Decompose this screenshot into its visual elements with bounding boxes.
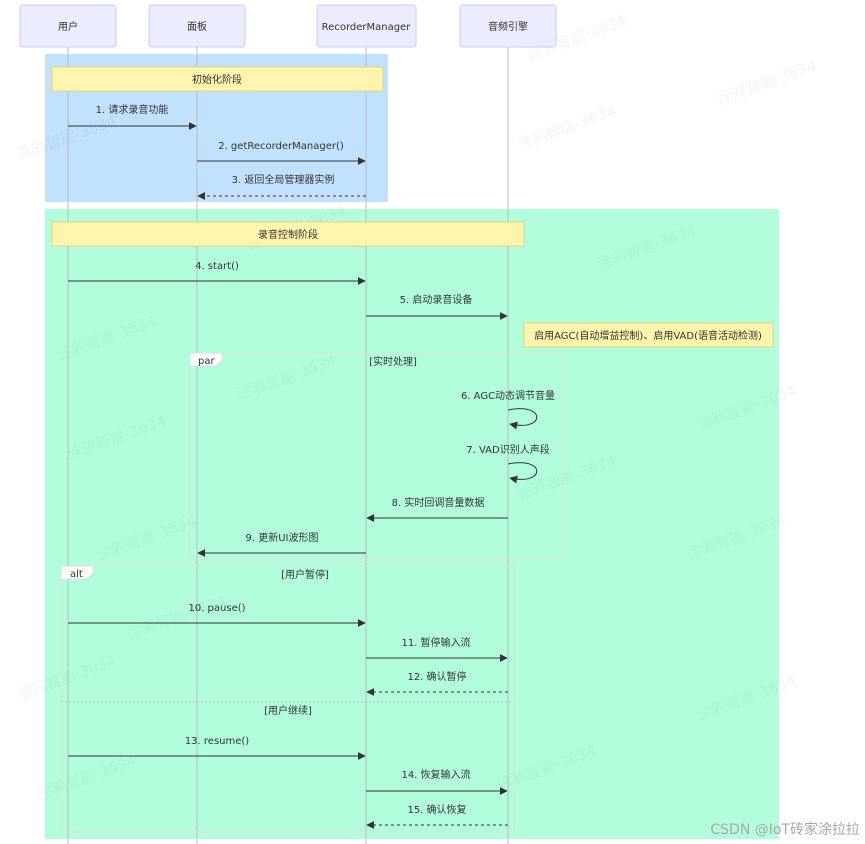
message-10: 10. pause() bbox=[68, 603, 366, 627]
message-5-label: 5. 启动录音设备 bbox=[400, 293, 473, 306]
actor-user: 用户 bbox=[19, 4, 117, 48]
message-2-label: 2. getRecorderManager() bbox=[218, 141, 344, 152]
message-2: 2. getRecorderManager() bbox=[197, 141, 366, 165]
par-condition: [实时处理] bbox=[369, 355, 417, 368]
phase-init-note: 初始化阶段 bbox=[51, 66, 384, 92]
message-13-label: 13. resume() bbox=[185, 736, 249, 747]
message-11-label: 11. 暂停输入流 bbox=[401, 636, 470, 649]
message-12: 12. 确认暂停 bbox=[366, 670, 508, 696]
message-7: 7. VAD识别人声段 bbox=[466, 443, 550, 484]
message-4: 4. start() bbox=[68, 261, 366, 285]
alt-frame: alt [用户暂停] [用户继续] bbox=[60, 565, 515, 833]
message-4-label: 4. start() bbox=[195, 261, 239, 272]
actor-recorder-manager-label: RecorderManager bbox=[322, 22, 412, 33]
message-6: 6. AGC动态调节音量 bbox=[461, 389, 555, 430]
watermark: 涂鸦智能-3634 bbox=[515, 101, 619, 153]
engine-config-note: 启用AGC(自动增益控制)、启用VAD(语音活动检测) bbox=[523, 322, 774, 348]
svg-text:启用AGC(自动增益控制)、启用VAD(语音活动检测): 启用AGC(自动增益控制)、启用VAD(语音活动检测) bbox=[534, 329, 762, 342]
message-6-label: 6. AGC动态调节音量 bbox=[461, 389, 555, 402]
actor-panel: 面板 bbox=[148, 4, 246, 48]
par-keyword: par bbox=[198, 356, 215, 367]
message-1-label: 1. 请求录音功能 bbox=[96, 103, 169, 116]
actor-panel-label: 面板 bbox=[187, 20, 207, 33]
message-5: 5. 启动录音设备 bbox=[366, 293, 508, 320]
message-1: 1. 请求录音功能 bbox=[68, 103, 197, 130]
actor-recorder-manager: RecorderManager bbox=[316, 4, 417, 48]
message-8: 8. 实时回调音量数据 bbox=[366, 496, 508, 522]
actor-audio-engine: 音频引擎 bbox=[459, 4, 557, 48]
svg-text:录音控制阶段: 录音控制阶段 bbox=[258, 228, 318, 241]
alt-else-condition: [用户继续] bbox=[264, 704, 312, 717]
message-15-label: 15. 确认恢复 bbox=[407, 803, 466, 816]
message-3: 3. 返回全局管理器实例 bbox=[197, 173, 366, 200]
message-9-label: 9. 更新UI波形图 bbox=[246, 531, 319, 544]
svg-text:初始化阶段: 初始化阶段 bbox=[192, 73, 242, 86]
message-14: 14. 恢复输入流 bbox=[366, 768, 508, 795]
csdn-credit: CSDN @IoT砖家涂拉拉 bbox=[710, 821, 860, 838]
actor-audio-engine-label: 音频引擎 bbox=[488, 20, 528, 33]
phase-control-background bbox=[45, 209, 779, 839]
message-15: 15. 确认恢复 bbox=[366, 803, 508, 829]
message-10-label: 10. pause() bbox=[188, 603, 245, 614]
watermark: 涂鸦智能-3634 bbox=[715, 56, 819, 108]
actor-user-label: 用户 bbox=[58, 20, 78, 33]
message-14-label: 14. 恢复输入流 bbox=[401, 768, 470, 781]
message-13: 13. resume() bbox=[68, 736, 366, 760]
message-7-label: 7. VAD识别人声段 bbox=[466, 443, 549, 456]
phase-control-note: 录音控制阶段 bbox=[51, 221, 525, 247]
par-frame: par [实时处理] bbox=[189, 352, 565, 560]
message-12-label: 12. 确认暂停 bbox=[407, 670, 466, 683]
message-8-label: 8. 实时回调音量数据 bbox=[392, 496, 485, 509]
message-3-label: 3. 返回全局管理器实例 bbox=[232, 173, 335, 186]
message-9: 9. 更新UI波形图 bbox=[197, 531, 366, 557]
alt-condition: [用户暂停] bbox=[281, 568, 329, 581]
alt-keyword: alt bbox=[70, 569, 83, 580]
message-11: 11. 暂停输入流 bbox=[366, 636, 508, 662]
